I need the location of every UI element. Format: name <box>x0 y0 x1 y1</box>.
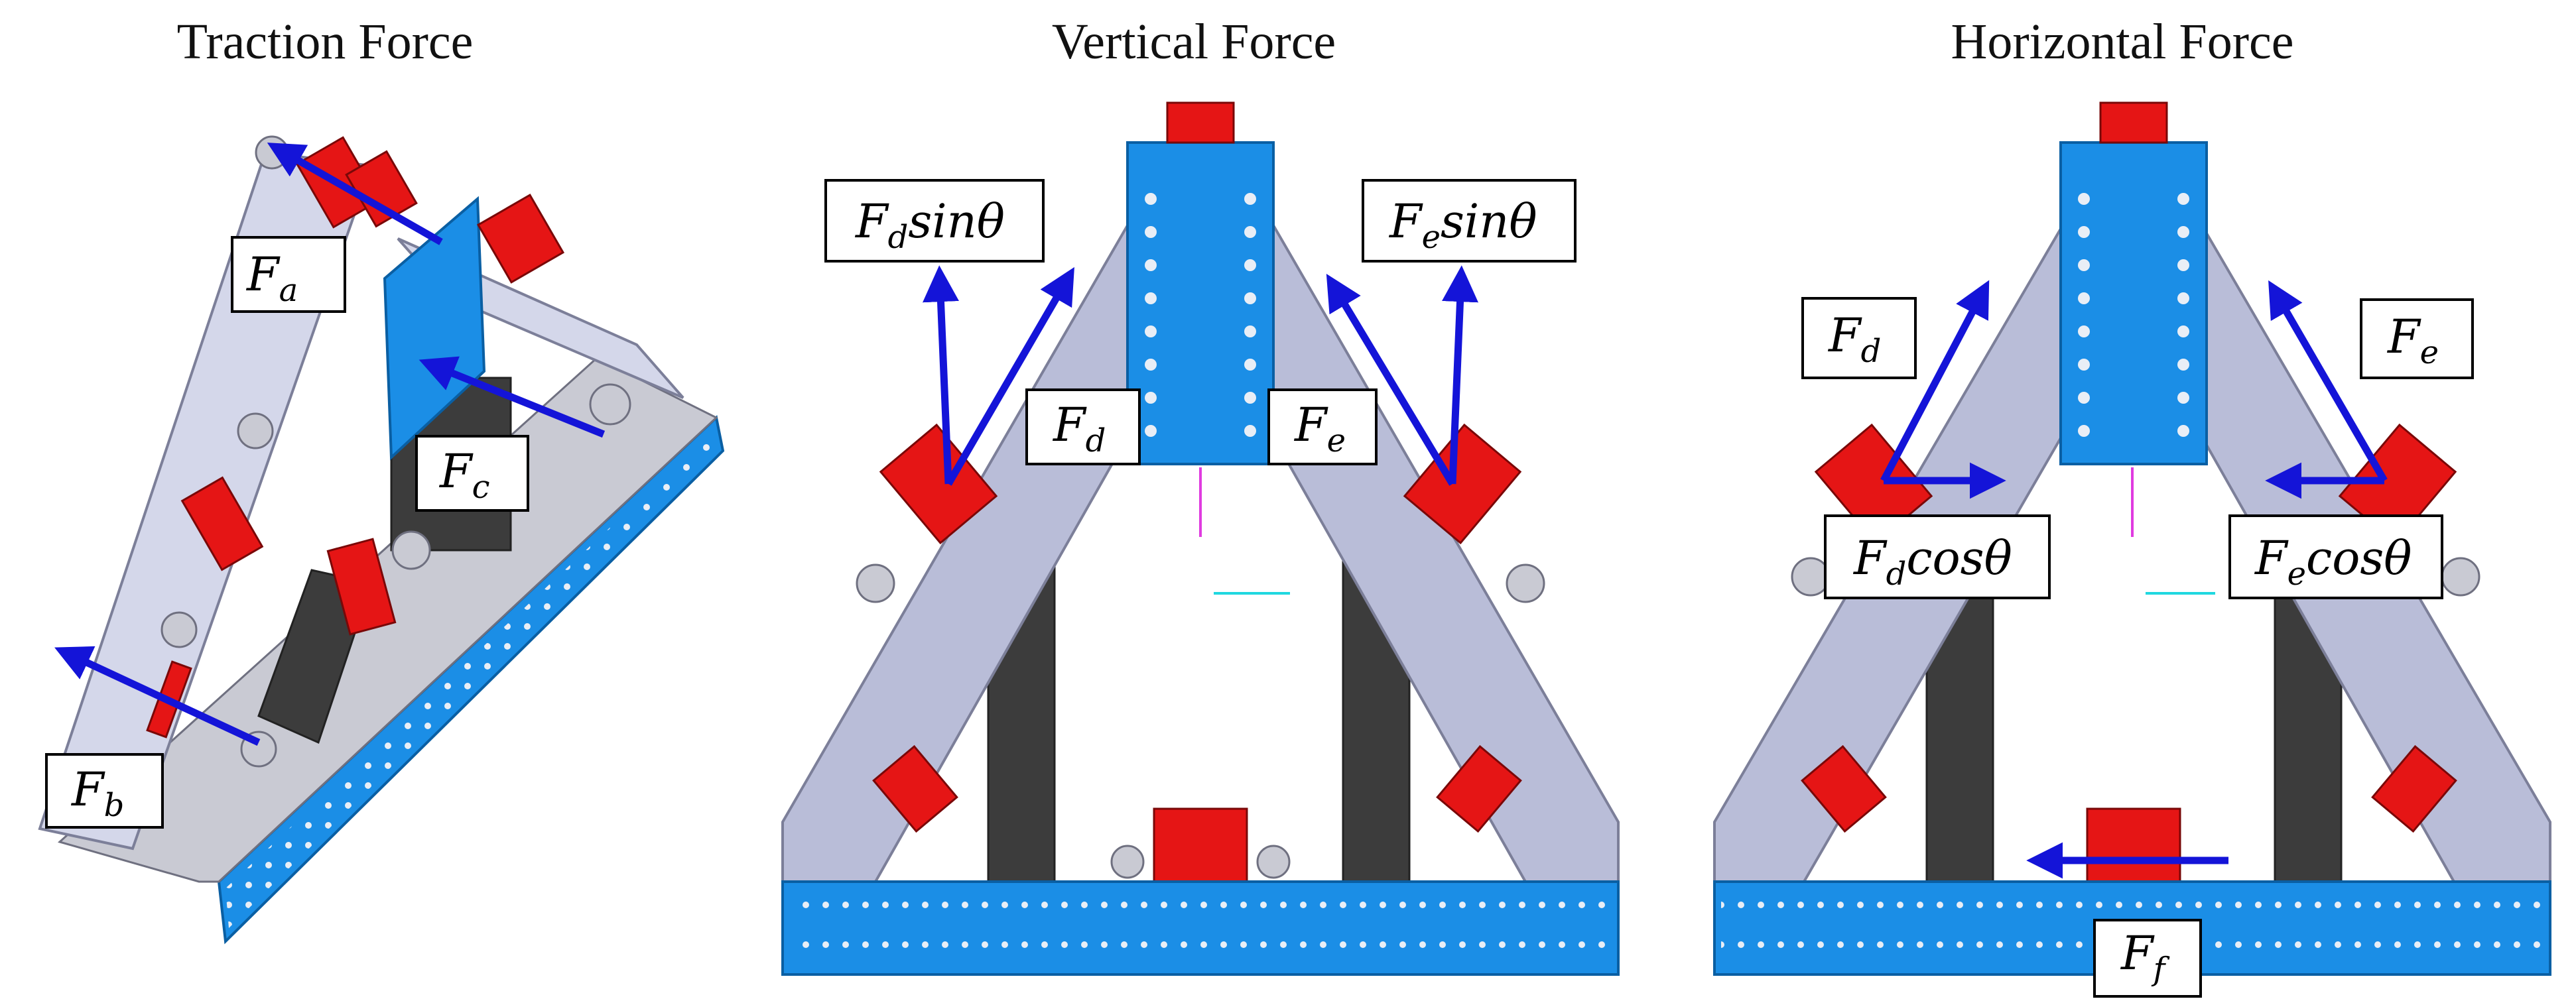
arrow-Fe-horizontal <box>2268 280 2388 483</box>
vertical-clamp-right-low <box>1436 744 1522 833</box>
svg-text:Fesinθ: Fesinθ <box>1388 194 1537 256</box>
horizontal-panel: Horizontal Force <box>1713 14 2551 998</box>
arrow-Fc <box>419 356 606 438</box>
svg-text:Fe: Fe <box>2386 310 2439 371</box>
traction-clamp-3 <box>476 194 565 284</box>
label-Fd-sin-theta: Fdsinθ <box>824 179 1045 263</box>
svg-text:Fa: Fa <box>245 247 298 309</box>
vertical-bolt-left <box>856 563 895 603</box>
traction-panel: Traction Force <box>38 14 725 945</box>
vertical-top-clamp <box>1166 101 1235 144</box>
arrow-Fd-sin <box>922 265 959 485</box>
label-Fe-vertical: Fe <box>1267 388 1378 465</box>
label-Fd-vertical: Fd <box>1025 388 1141 465</box>
svg-text:Fd: Fd <box>1827 308 1881 370</box>
panel-title-traction: Traction Force <box>177 14 474 70</box>
horizontal-clamp-left-low <box>1801 744 1887 833</box>
traction-clamp-5 <box>326 538 397 636</box>
vertical-bolt-bottom-2 <box>1256 845 1291 879</box>
vertical-clamp-left-low <box>872 744 958 833</box>
horizontal-clamp-right-low <box>2371 744 2457 833</box>
svg-text:Fb: Fb <box>70 762 124 824</box>
label-Ff: Ff <box>2093 919 2202 998</box>
svg-text:Fe: Fe <box>1293 398 1346 459</box>
vertical-clamp-left <box>879 423 998 545</box>
arrow-Fd-vertical <box>945 266 1074 486</box>
vertical-bolt-bottom-1 <box>1110 845 1145 879</box>
svg-text:Fdsinθ: Fdsinθ <box>854 194 1005 256</box>
label-Fe-cos-theta: Fecosθ <box>2228 514 2443 599</box>
vertical-base-holes-top <box>789 888 1612 908</box>
horizontal-base-holes-top <box>1721 888 2544 908</box>
panel-title-horizontal: Horizontal Force <box>1951 14 2293 70</box>
arrow-Fa <box>267 143 443 245</box>
bolt-5 <box>589 383 631 426</box>
svg-text:Fc: Fc <box>438 444 489 506</box>
svg-text:Fecosθ: Fecosθ <box>2254 531 2412 593</box>
arrow-Fe-vertical <box>1326 274 1456 486</box>
arrow-Fe-sin <box>1442 265 1479 485</box>
vertical-bottom-clamp <box>1153 807 1248 883</box>
label-Fe-sin-theta: Fesinθ <box>1362 179 1577 263</box>
base-rail-holes <box>225 431 716 928</box>
panel-title-vertical: Vertical Force <box>1052 14 1336 70</box>
svg-text:Fdcosθ: Fdcosθ <box>1852 531 2012 593</box>
label-Fe-horizontal: Fe <box>2360 298 2474 379</box>
arrow-Fd-horizontal <box>1880 280 1990 483</box>
bolt-6 <box>391 530 431 570</box>
horizontal-bolt-left <box>1791 557 1831 597</box>
label-Fb: Fb <box>45 753 164 829</box>
vertical-bolt-right <box>1506 563 1545 603</box>
label-Fc: Fc <box>415 435 529 512</box>
bolt-2 <box>237 412 274 449</box>
horizontal-bottom-clamp <box>2086 807 2181 883</box>
horizontal-top-clamp <box>2099 101 2168 144</box>
label-Fd-horizontal: Fd <box>1801 297 1917 379</box>
traction-blue-plate <box>383 196 486 461</box>
vertical-base-holes-bottom <box>789 931 1612 951</box>
horizontal-bolt-right <box>2441 557 2480 597</box>
label-Fd-cos-theta: Fdcosθ <box>1824 514 2051 599</box>
traction-clamp-4 <box>180 476 264 571</box>
label-Fa: Fa <box>231 236 346 313</box>
vertical-panel: Vertical Force <box>781 14 1620 976</box>
svg-text:Fd: Fd <box>1052 398 1106 459</box>
bolt-3 <box>161 611 198 648</box>
arrow-Fb <box>54 646 261 746</box>
